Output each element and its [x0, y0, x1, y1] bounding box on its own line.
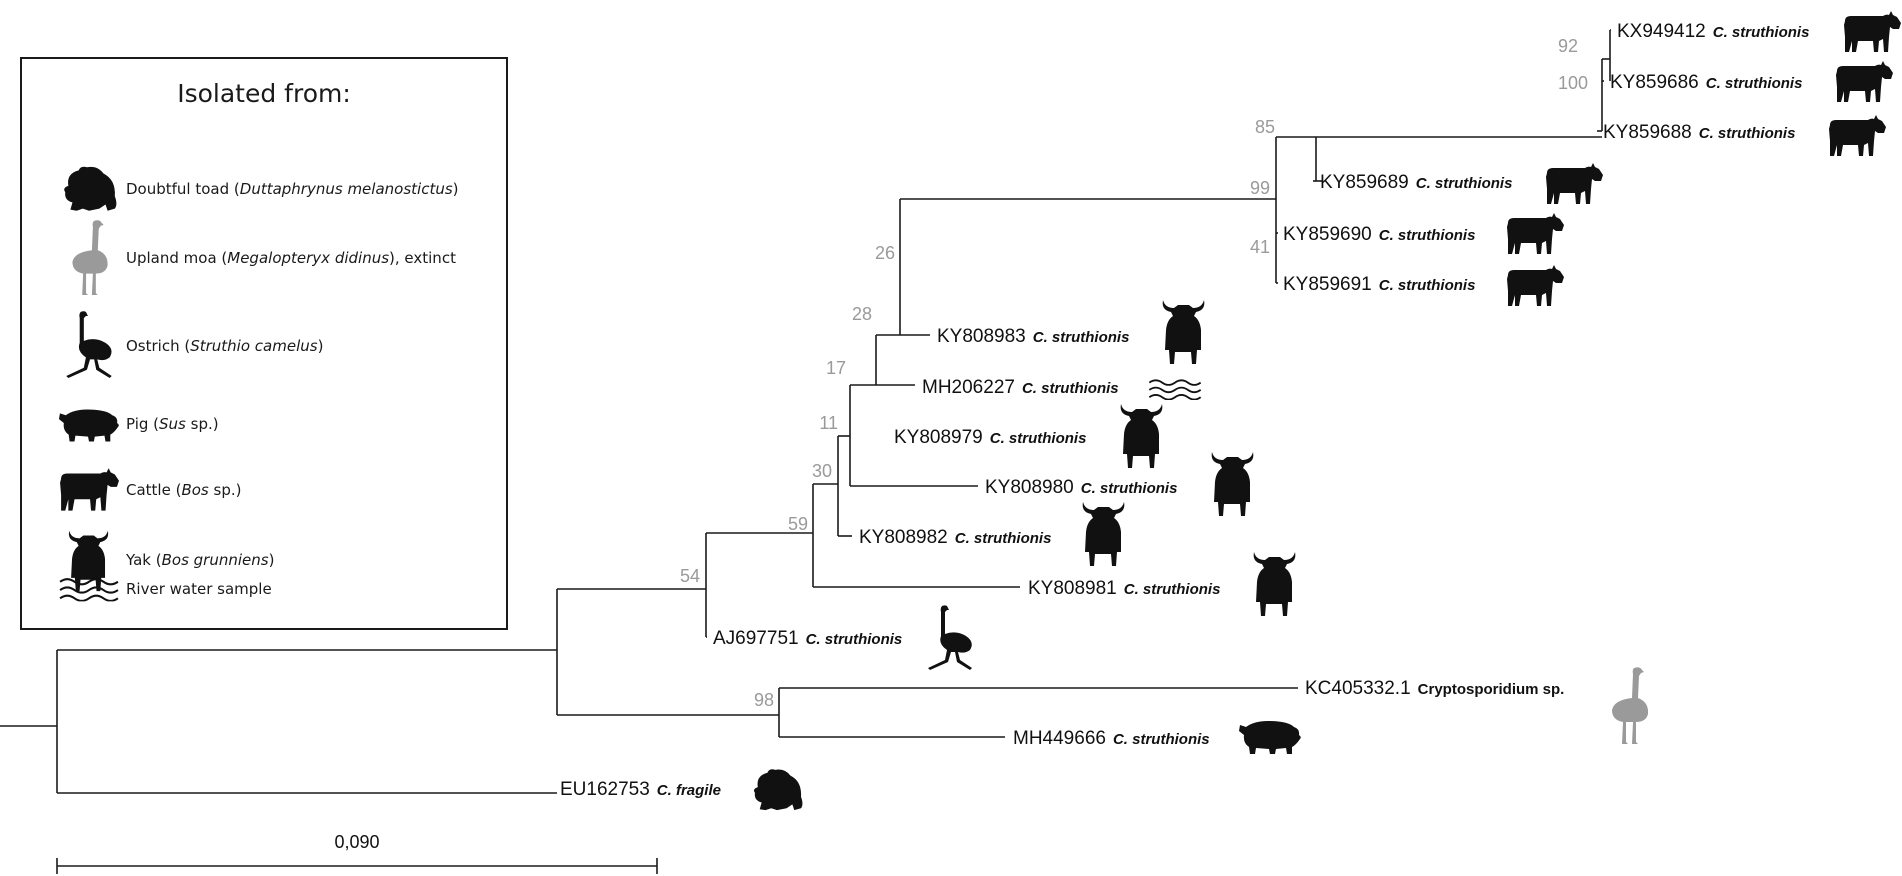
moa-icon: [1612, 667, 1649, 744]
yak-icon: [1211, 452, 1254, 516]
legend-item-water: River water sample: [22, 571, 506, 607]
legend-item-cattle: Cattle (Bos sp.): [22, 464, 506, 516]
toad-icon: [753, 769, 803, 811]
legend-title: Isolated from:: [177, 79, 351, 108]
legend-label: Ostrich (Struthio camelus): [126, 337, 324, 355]
ostrich-icon: [66, 311, 112, 379]
cattle-icon: [1829, 115, 1886, 156]
bootstrap-98: 98: [754, 690, 774, 710]
bootstrap-85: 85: [1255, 117, 1275, 137]
bootstrap-92: 92: [1558, 36, 1578, 56]
yak-icon: [1082, 502, 1125, 566]
scale-bar: 0,090: [56, 832, 658, 874]
yak-icon: [1120, 404, 1163, 468]
bootstrap-99: 99: [1250, 178, 1270, 198]
bootstrap-100: 100: [1558, 73, 1588, 93]
legend-label: River water sample: [126, 580, 272, 598]
cattle-icon: [1507, 265, 1564, 306]
legend-item-toad: Doubtful toad (Duttaphrynus melanostictu…: [22, 159, 506, 219]
legend-item-moa: Upland moa (Megalopteryx didinus), extin…: [22, 219, 506, 297]
legend-label: Yak (Bos grunniens): [126, 551, 275, 569]
bootstrap-59: 59: [788, 514, 808, 534]
bootstrap-26: 26: [875, 243, 895, 263]
legend-item-pig: Pig (Sus sp.): [22, 399, 506, 449]
cattle-icon: [1546, 163, 1603, 204]
water-icon: [1148, 379, 1202, 400]
legend-label: Upland moa (Megalopteryx didinus), extin…: [126, 249, 456, 267]
pig-icon: [1239, 721, 1301, 754]
bootstrap-54: 54: [680, 566, 700, 586]
pig-icon: [58, 409, 119, 442]
moa-icon: [72, 220, 108, 296]
toad-icon: [64, 166, 117, 211]
legend-label: Doubtful toad (Duttaphrynus melanostictu…: [126, 180, 459, 198]
legend: Isolated from: Doubtful toad (Duttaphryn…: [20, 57, 508, 630]
legend-item-ostrich: Ostrich (Struthio camelus): [22, 307, 506, 385]
scale-bar-label: 0,090: [334, 832, 379, 852]
tree-branches: [0, 29, 1611, 794]
legend-label: Pig (Sus sp.): [126, 415, 219, 433]
legend-label: Cattle (Bos sp.): [126, 481, 242, 499]
bootstrap-11: 11: [819, 413, 838, 433]
bootstrap-17: 17: [826, 358, 846, 378]
water-icon: [59, 578, 119, 602]
legend-item-yak: Yak (Bos grunniens): [22, 527, 506, 593]
cattle-icon: [1836, 61, 1893, 102]
yak-icon: [1253, 552, 1296, 616]
cattle-icon: [1844, 11, 1901, 52]
cattle-icon: [1507, 213, 1564, 254]
cattle-icon: [60, 468, 119, 511]
bootstrap-41: 41: [1250, 237, 1270, 257]
bootstrap-values: 92 100 85 99 41 26 28 17 11 30 59 54 98: [680, 36, 1588, 710]
ostrich-icon: [928, 605, 972, 670]
yak-icon: [1162, 300, 1205, 364]
bootstrap-28: 28: [852, 304, 872, 324]
bootstrap-30: 30: [812, 461, 832, 481]
